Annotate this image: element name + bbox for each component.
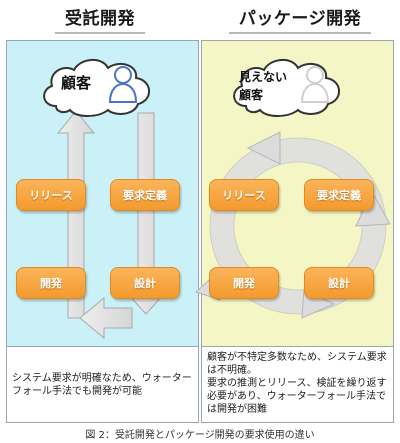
left-description: システム要求が明確なため、ウォーターフォール手法でも開発が可能 [6, 347, 199, 423]
left-requirements-box: 要求定義 [110, 179, 180, 211]
right-description: 顧客が不特定多数なため、システム要求は不明確。 要求の推測とリリース、検証を繰り… [201, 347, 394, 423]
left-title: 受託開発 [55, 4, 145, 34]
right-requirements-label: 要求定義 [317, 189, 361, 202]
right-development-box: 開発 [209, 267, 279, 299]
right-header: パッケージ開発 [200, 0, 400, 38]
right-cloud-label: 見えない 顧客 [239, 70, 288, 102]
left-requirements-label: 要求定義 [123, 189, 167, 202]
left-cloud-shape [43, 59, 150, 117]
right-description-text: 顧客が不特定多数なため、システム要求は不明確。 要求の推測とリリース、検証を繰り… [207, 352, 387, 415]
right-release-box: リリース [209, 179, 279, 211]
left-release-box: リリース [16, 179, 86, 211]
right-release-label: リリース [222, 189, 266, 202]
left-release-label: リリース [29, 189, 73, 202]
left-design-box: 設計 [110, 267, 180, 299]
faded-person-icon [300, 66, 330, 103]
right-cycle-arrows [195, 131, 391, 319]
left-return-arrow [79, 296, 133, 340]
left-development-box: 開発 [16, 267, 86, 299]
cycle-arrowhead-top [246, 131, 281, 165]
left-header: 受託開発 [0, 0, 200, 38]
left-development-label: 開発 [40, 277, 62, 290]
right-title: パッケージ開発 [228, 4, 372, 34]
diagram-graphics [56, 110, 391, 340]
right-customer-cloud: 見えない 顧客 [226, 54, 348, 120]
person-outline-icon [108, 66, 138, 103]
left-description-text: システム要求が明確なため、ウォーターフォール手法でも開発が可能 [12, 372, 192, 397]
right-development-label: 開発 [233, 277, 255, 290]
figure-caption: 図 2：受託開発とパッケージ開発の要求使用の違い [85, 430, 315, 441]
left-customer-cloud: 顧客 [36, 54, 158, 120]
left-design-label: 設計 [134, 277, 156, 290]
right-requirements-box: 要求定義 [304, 179, 374, 211]
left-cloud-label: 顧客 [61, 74, 92, 92]
right-design-box: 設計 [304, 267, 374, 299]
right-design-label: 設計 [328, 277, 350, 290]
